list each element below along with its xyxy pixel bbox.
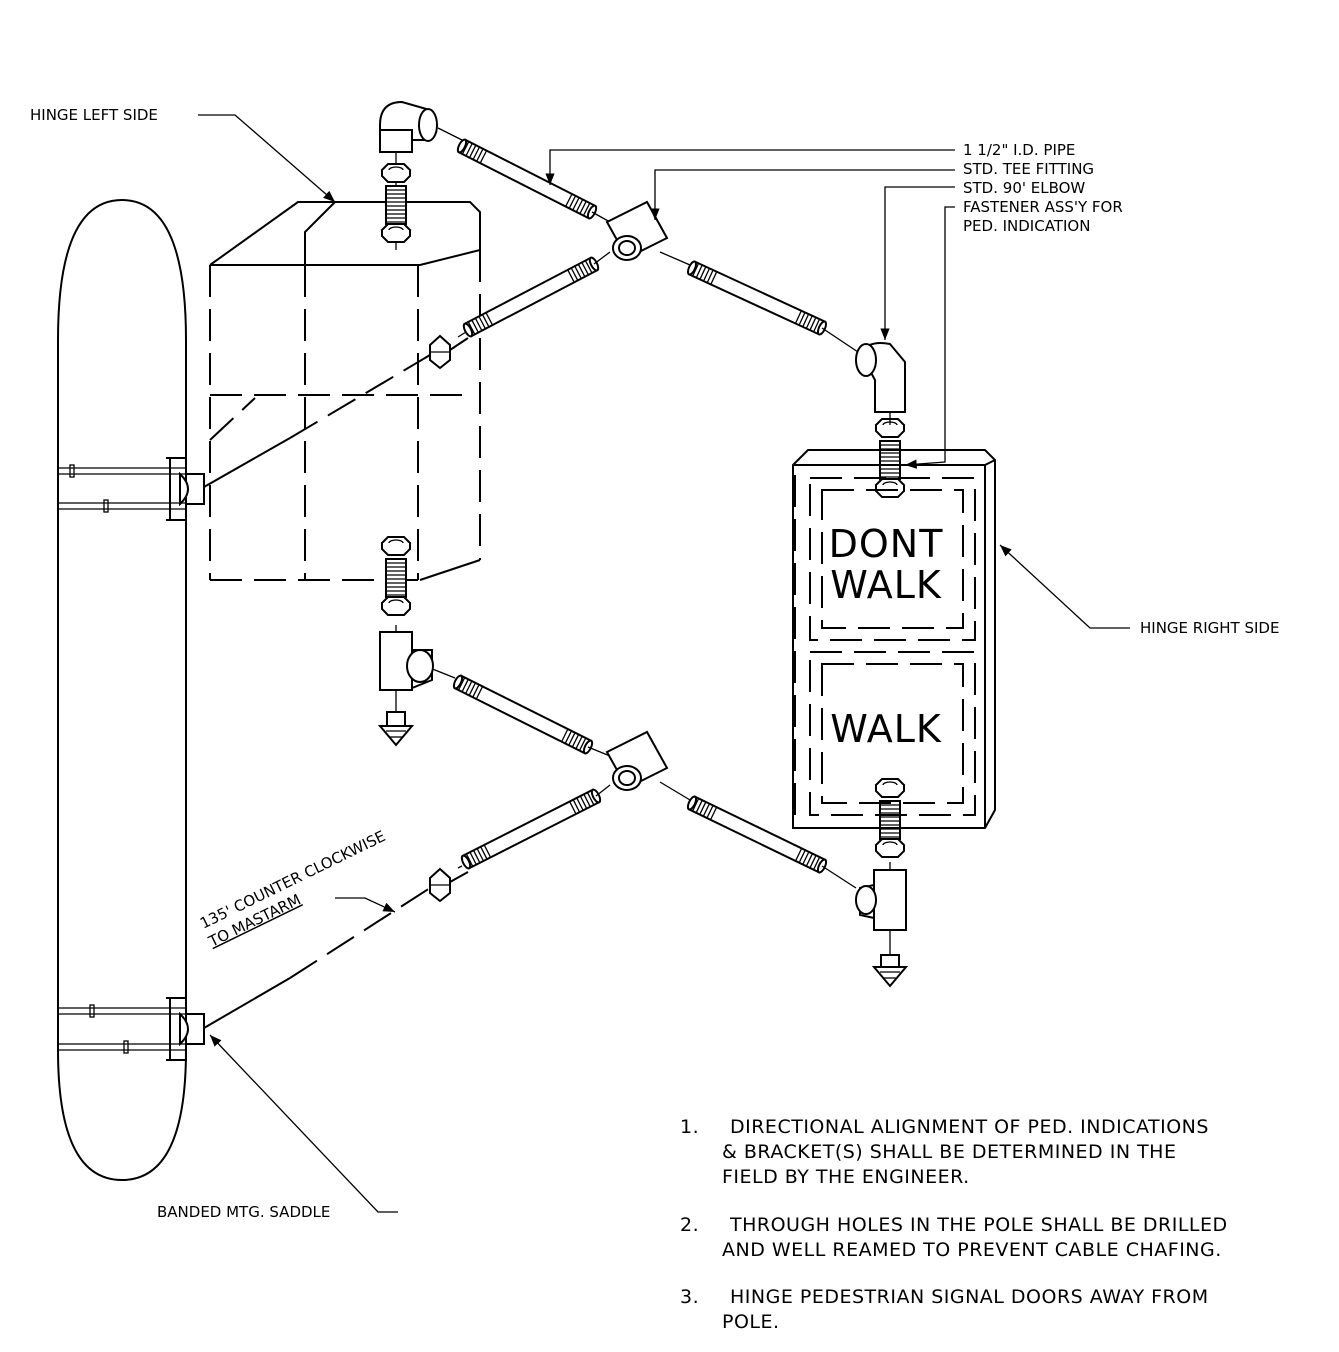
note-1-number: 1.: [680, 1116, 699, 1138]
upper-mounting-saddle: [58, 457, 205, 521]
note-2-line-2: AND WELL REAMED TO PREVENT CABLE CHAFING…: [722, 1239, 1222, 1261]
pipe-segment: [462, 256, 600, 338]
pipe-segment: [456, 138, 598, 220]
mounting-arm-lower: [203, 871, 469, 1029]
elbow-label: STD. 90' ELBOW: [963, 179, 1085, 197]
general-notes: 1. DIRECTIONAL ALIGNMENT OF PED. INDICAT…: [680, 1116, 1228, 1333]
fastener-stack-right-top: [874, 418, 906, 498]
note-1-line-2: & BRACKET(S) SHALL BE DETERMINED IN THE: [722, 1141, 1176, 1163]
pipe-segment: [686, 260, 828, 336]
threaded-nipple: [385, 185, 407, 225]
left-lower-tee: [377, 625, 434, 747]
hex-nut: [874, 778, 906, 798]
hex-nut: [874, 838, 906, 858]
tee-label: STD. TEE FITTING: [963, 160, 1094, 178]
hinge-left-label: HINGE LEFT SIDE: [30, 106, 158, 124]
note-3-number: 3.: [680, 1286, 699, 1308]
pipe-segment: [452, 674, 594, 755]
pole: [57, 198, 187, 1182]
hex-nut: [380, 163, 412, 183]
note-1-line-1: DIRECTIONAL ALIGNMENT OF PED. INDICATION…: [730, 1116, 1209, 1138]
hex-nut: [874, 418, 906, 438]
rotation-label-1: 135' COUNTER CLOCKWISE: [197, 827, 388, 933]
leader-lines: [198, 114, 1130, 1213]
note-3-line-1: HINGE PEDESTRIAN SIGNAL DOORS AWAY FROM: [730, 1286, 1209, 1308]
threaded-nipple: [385, 558, 407, 598]
pipe-label: 1 1/2" I.D. PIPE: [963, 141, 1075, 159]
hinge-right-label: HINGE RIGHT SIDE: [1140, 619, 1279, 637]
mounting-arm-upper: [203, 337, 469, 488]
walk-upper-text: WALK: [830, 563, 942, 607]
hex-nut: [380, 596, 412, 616]
note-2-line-1: THROUGH HOLES IN THE POLE SHALL BE DRILL…: [729, 1214, 1228, 1236]
pipe-segment: [460, 788, 602, 870]
fastener-label-2: PED. INDICATION: [963, 217, 1090, 235]
note-2-number: 2.: [680, 1214, 699, 1236]
lower-tee-fitting: [605, 730, 669, 791]
fastener-label-1: FASTENER ASS'Y FOR: [963, 198, 1123, 216]
threaded-nipple: [879, 440, 901, 480]
fastener-stack-right-bottom: [874, 778, 906, 858]
fastener-stack-left-top: [380, 163, 412, 243]
pipe-segment: [686, 795, 828, 874]
pipe-arms: [429, 127, 859, 889]
hex-nut: [380, 223, 412, 243]
walk-text: WALK: [830, 707, 942, 751]
dont-text: DONT: [829, 522, 944, 566]
upper-tee-fitting: [605, 200, 669, 261]
hex-nut: [380, 536, 412, 556]
right-upper-elbow: [855, 342, 906, 425]
note-1-line-3: FIELD BY THE ENGINEER.: [722, 1166, 970, 1188]
signal-head-right: DONT WALK WALK: [792, 449, 996, 829]
note-3-line-2: POLE.: [722, 1311, 780, 1333]
banded-saddle-label: BANDED MTG. SADDLE: [157, 1203, 330, 1221]
arm-nut-lower: [429, 867, 451, 903]
right-lower-tee: [855, 862, 909, 988]
threaded-nipple: [879, 800, 901, 840]
lower-mounting-saddle: [58, 997, 205, 1061]
arm-nut-upper: [429, 334, 451, 370]
signal-head-left-hidden: [209, 201, 481, 581]
hex-nut: [874, 478, 906, 498]
fastener-stack-left-bottom: [380, 536, 412, 616]
